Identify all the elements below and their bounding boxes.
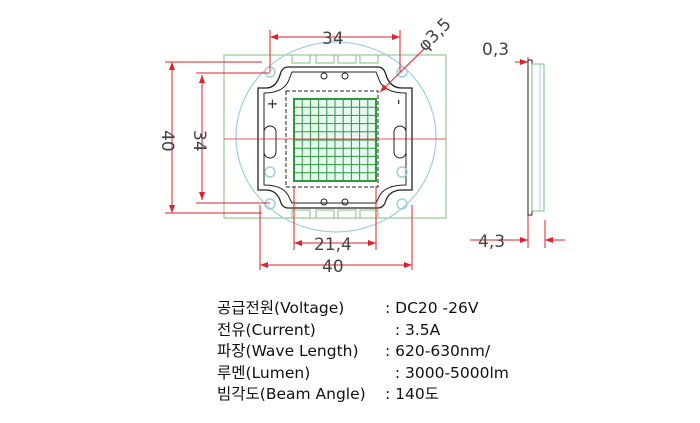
heat-sink-circle: [235, 41, 437, 233]
spec-label: 루멘(Lumen): [217, 363, 311, 382]
spec-label: 빔각도(Beam Angle): [217, 385, 366, 403]
specifications: 공급전원(Voltage) : DC20 -26V 전유(Current) : 3…: [217, 298, 509, 406]
dim-side-top: 0,3: [482, 40, 509, 60]
led-die-grid: [293, 98, 377, 182]
spec-value: : 140도: [385, 385, 439, 403]
led-chip-dimension-drawing: + - 34 φ3,5 40 34 21,4 40 0,3 4,3: [157, 14, 565, 277]
polarity-plus: +: [264, 98, 280, 110]
spec-value: : DC20 -26V: [385, 299, 479, 317]
dim-side-bottom: 4,3: [478, 232, 505, 252]
spec-current: 전유(Current) : 3.5A: [217, 320, 509, 342]
dim-left-inner: 34: [189, 130, 209, 152]
polarity-minus: -: [390, 99, 409, 105]
substrate: [223, 54, 447, 219]
spec-lumen: 루멘(Lumen) : 3000-5000lm: [217, 363, 509, 385]
spec-voltage: 공급전원(Voltage) : DC20 -26V: [217, 298, 509, 320]
side-view: [527, 59, 545, 216]
dim-left-outer: 40: [157, 130, 177, 152]
spec-value: : 620-630nm/: [385, 342, 491, 360]
dim-hole: φ3,5: [414, 14, 455, 55]
spec-value: : 3.5A: [385, 320, 441, 339]
spec-wavelength: 파장(Wave Length) : 620-630nm/: [217, 341, 509, 363]
dim-bottom-width: 40: [322, 257, 344, 277]
spec-beam-angle: 빔각도(Beam Angle) : 140도: [217, 384, 509, 406]
spec-label: 전유(Current): [217, 320, 316, 339]
spec-label: 공급전원(Voltage): [217, 299, 345, 317]
spec-label: 파장(Wave Length): [217, 342, 359, 360]
dim-top-width: 34: [322, 29, 344, 49]
dim-die-width: 21,4: [314, 235, 352, 255]
mounting-holes: [264, 66, 408, 210]
spec-value: : 3000-5000lm: [385, 363, 509, 382]
